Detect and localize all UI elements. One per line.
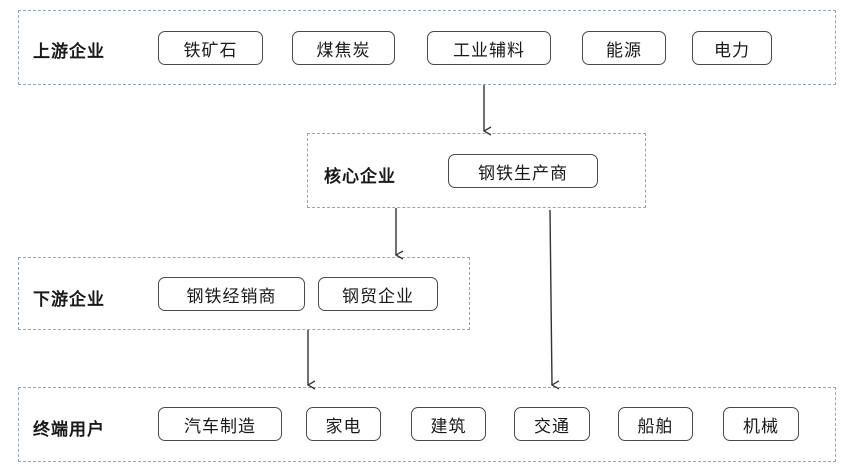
end-user-item-construction: 建筑 <box>411 407 486 441</box>
end-user-item-transport: 交通 <box>514 407 590 441</box>
upstream-item-energy: 能源 <box>582 31 666 65</box>
core-tier-label: 核心企业 <box>324 167 396 187</box>
core-tier: 核心企业 钢铁生产商 <box>307 133 646 208</box>
upstream-item-electricity: 电力 <box>692 31 772 65</box>
core-item-steel-producer: 钢铁生产商 <box>448 154 598 188</box>
end-users-tier-label: 终端用户 <box>33 420 105 440</box>
upstream-item-iron-ore: 铁矿石 <box>158 31 263 65</box>
upstream-item-industrial-materials: 工业辅料 <box>427 31 551 65</box>
downstream-item-steel-trading: 钢贸企业 <box>318 277 438 311</box>
end-user-item-shipping: 船舶 <box>618 407 693 441</box>
downstream-item-steel-distributor: 钢铁经销商 <box>158 277 305 311</box>
upstream-tier: 上游企业 铁矿石 煤焦炭 工业辅料 能源 电力 <box>18 10 836 85</box>
end-users-tier: 终端用户 汽车制造 家电 建筑 交通 船舶 机械 <box>18 387 836 462</box>
downstream-tier-label: 下游企业 <box>33 290 105 310</box>
upstream-tier-label: 上游企业 <box>33 42 105 62</box>
arrow-core-to-end-users <box>549 209 552 385</box>
end-user-item-machinery: 机械 <box>723 407 799 441</box>
downstream-tier: 下游企业 钢铁经销商 钢贸企业 <box>18 257 470 330</box>
end-user-item-appliances: 家电 <box>306 407 381 441</box>
upstream-item-coke: 煤焦炭 <box>292 31 395 65</box>
end-user-item-auto: 汽车制造 <box>158 407 282 441</box>
